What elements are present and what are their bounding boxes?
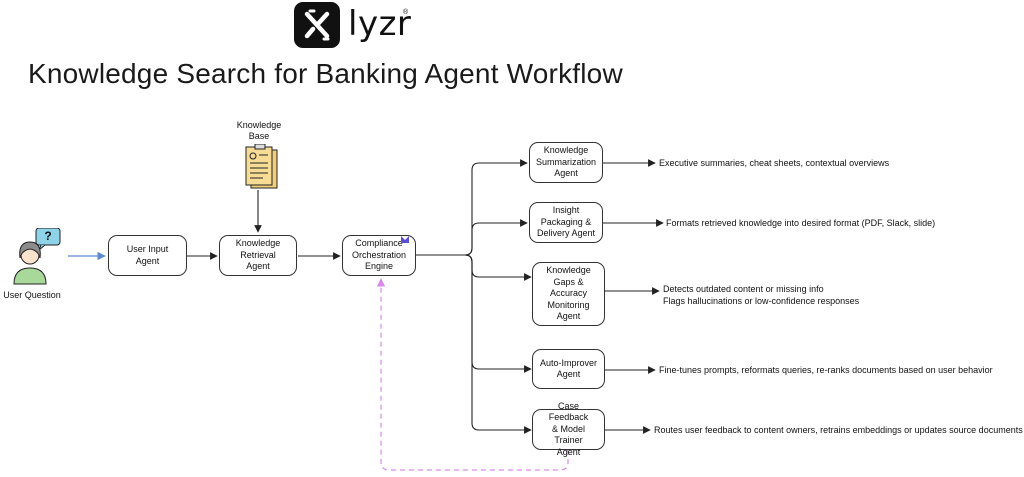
edge-compliance-to-insight (416, 219, 528, 256)
brand-name: lyzr (348, 4, 412, 44)
feedback-output-text: Routes user feedback to content owners, … (654, 425, 1023, 435)
insight-output-text: Formats retrieved knowledge into desired… (666, 218, 936, 228)
gaps-output-text: Detects outdated content or missing info… (663, 284, 860, 306)
knowledge-base-label: Knowledge Base (236, 120, 282, 141)
user-input-agent-node: User Input Agent (108, 235, 187, 276)
knowledge-summarization-agent-node: Knowledge Summarization Agent (529, 142, 603, 183)
edge-compliance-to-gaps (416, 254, 532, 281)
case-feedback-model-trainer-agent-node: Case Feedback & Model Trainer Agent (532, 401, 605, 457)
insight-packaging-delivery-agent-node: Insight Packaging & Delivery Agent (529, 202, 603, 243)
summarization-output-text: Executive summaries, cheat sheets, conte… (659, 158, 890, 168)
knowledge-retrieval-agent-node: Knowledge Retrieval Agent (219, 235, 297, 276)
edge-compliance-to-improver (416, 254, 532, 373)
speech-bubble-mark: ? (44, 229, 52, 243)
user-question-icon (10, 227, 70, 288)
page-title: Knowledge Search for Banking Agent Workf… (28, 58, 623, 89)
edge-feedback-loop (376, 278, 569, 471)
knowledge-gaps-accuracy-monitoring-agent-node: Knowledge Gaps & Accuracy Monitoring Age… (532, 262, 605, 326)
knowledge-base-document-icon (243, 143, 279, 190)
user-question-label: User Question (3, 290, 61, 300)
engine-badge-icon (401, 230, 409, 243)
edge-compliance-to-feedback (416, 254, 532, 434)
lyzr-logo-icon (294, 2, 340, 48)
improver-output-text: Fine-tunes prompts, reformats queries, r… (659, 365, 993, 375)
auto-improver-agent-node: Auto-Improver Agent (532, 349, 605, 389)
brand-registered-mark: ® (403, 9, 409, 16)
